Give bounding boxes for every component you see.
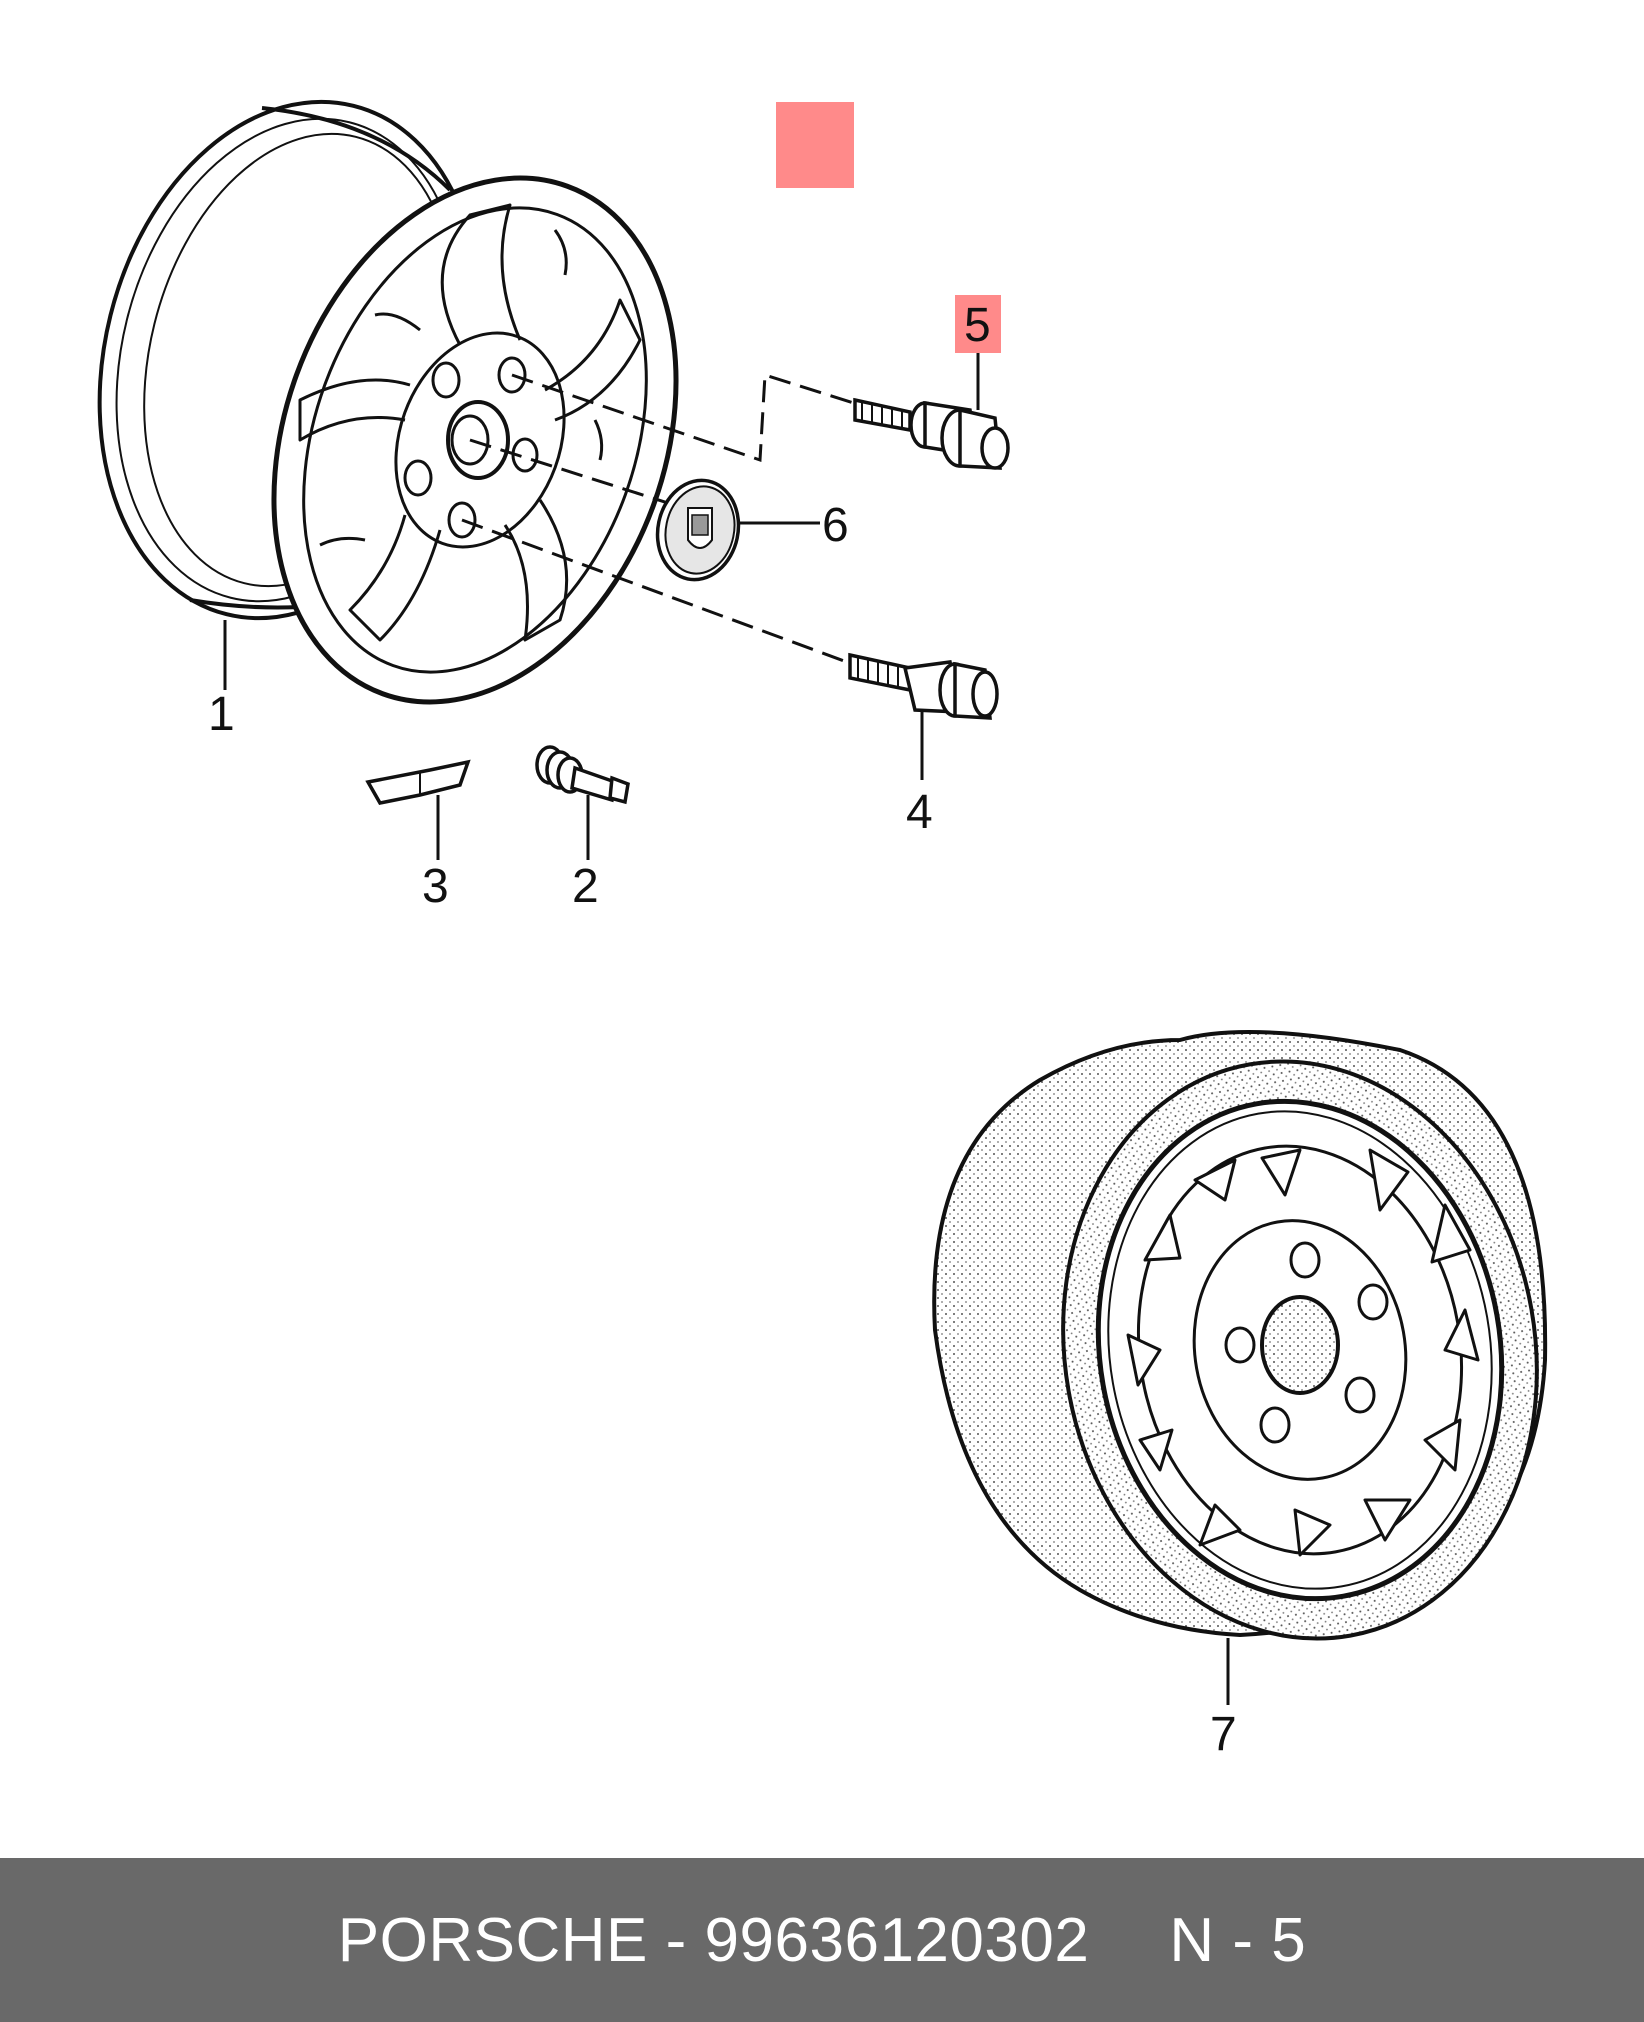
footer-separator: - [665,1905,687,1975]
callout-2: 2 [572,860,599,913]
callout-7: 7 [1210,1708,1237,1761]
callout-5: 5 [964,299,991,352]
valve-stem [535,745,630,860]
footer-part-number: 99636120302 [704,1905,1090,1975]
callout-5-highlight [955,295,1001,353]
highlight-legend-square [776,102,854,188]
spare-wheel [932,1030,1548,1705]
callout-6: 6 [822,499,849,552]
callout-4: 4 [906,786,933,839]
balance-weight [365,759,471,860]
wheel-lock-bolt [853,330,1010,470]
callout-1: 1 [208,688,235,741]
footer-brand: PORSCHE [337,1905,648,1975]
footer-caption-bar: PORSCHE - 99636120302 N - 5 [0,1858,1644,2022]
footer-space-1 [648,1905,666,1976]
center-cap [655,478,820,582]
footer-ref: N - 5 [1169,1905,1307,1975]
parts-diagram: 1 2 3 4 5 6 7 [97,99,1548,1761]
assembly-lines [461,372,861,667]
wheel-bolt [848,652,999,780]
footer-space-2 [687,1905,705,1976]
callout-3: 3 [422,860,449,913]
alloy-wheel [97,99,679,705]
